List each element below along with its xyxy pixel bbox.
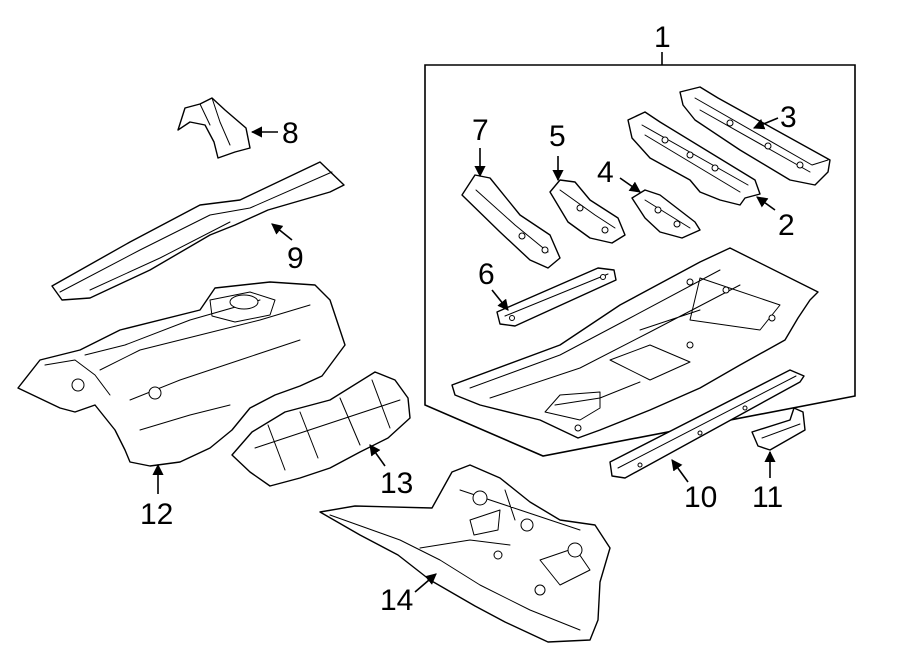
callout-6: 6 bbox=[478, 258, 495, 291]
part-6-reinforcement bbox=[496, 267, 617, 327]
part-2-crossmember bbox=[627, 111, 761, 206]
callout-6-leader bbox=[491, 289, 509, 311]
part-4-bracket bbox=[631, 189, 701, 239]
part-5-bracket bbox=[549, 179, 626, 244]
callout-9-leader bbox=[271, 223, 293, 241]
callout-4: 4 bbox=[597, 156, 614, 189]
callout-14-leader bbox=[414, 573, 437, 593]
callout-3: 3 bbox=[780, 101, 797, 134]
callout-1: 1 bbox=[654, 21, 671, 54]
part-10-rail bbox=[609, 369, 805, 479]
callout-5: 5 bbox=[549, 120, 566, 153]
callout-2-leader bbox=[756, 196, 776, 211]
callout-7: 7 bbox=[472, 114, 489, 147]
callout-3-leader bbox=[752, 117, 779, 130]
callout-13: 13 bbox=[380, 467, 413, 500]
callout-9: 9 bbox=[287, 242, 304, 275]
part-1-floor-pan bbox=[451, 247, 819, 439]
callout-4-leader bbox=[619, 177, 641, 193]
part-11-bracket bbox=[751, 407, 806, 451]
part-14-front-floor bbox=[319, 464, 611, 643]
callout-2: 2 bbox=[778, 209, 795, 242]
callout-8: 8 bbox=[282, 117, 299, 150]
part-9-side-rail bbox=[51, 161, 345, 301]
callout-10: 10 bbox=[684, 481, 717, 514]
callout-12: 12 bbox=[140, 498, 173, 531]
callout-14: 14 bbox=[380, 584, 413, 617]
part-7-bracket bbox=[461, 174, 561, 269]
callout-10-leader bbox=[671, 459, 689, 483]
part-13-heat-shield bbox=[231, 371, 411, 487]
part-3-crossmember bbox=[679, 86, 831, 186]
part-8-shield bbox=[177, 97, 251, 159]
callout-11: 11 bbox=[752, 481, 783, 514]
callout-13-leader bbox=[369, 444, 386, 467]
part-12-rear-floor bbox=[17, 281, 346, 467]
